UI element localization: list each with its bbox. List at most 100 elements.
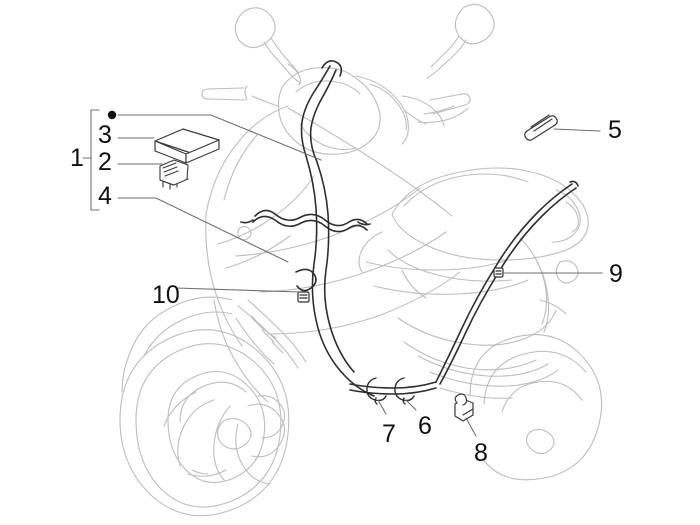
seat-rear-hump: [551, 189, 581, 243]
rear-grab: [539, 299, 567, 315]
rear-wheel-tire2: [483, 350, 587, 405]
cable-rear-main: [435, 183, 573, 383]
body-center-upper: [287, 107, 453, 217]
dash-panel: [369, 83, 407, 131]
brake-disc: [247, 403, 286, 458]
relay-side-face: [185, 139, 220, 164]
spoke-5: [187, 469, 227, 477]
clamp-6-ring: [394, 377, 415, 402]
apron-hole: [237, 225, 252, 241]
cable-branch-end-right: [357, 221, 371, 226]
rear-wheel-hub: [525, 428, 555, 455]
mirror-left-joint: [287, 63, 302, 86]
seat-rear-hump2: [565, 201, 579, 233]
group-bracket: [90, 109, 100, 211]
callout-label-5: 5: [608, 116, 622, 144]
callout-label-4: 4: [98, 182, 112, 210]
brake-caliper: [257, 395, 286, 439]
leader-8: [465, 417, 477, 437]
front-wheel-rim2: [179, 381, 247, 423]
callout-label-6: 6: [418, 412, 432, 440]
valve-stem: [191, 469, 209, 475]
floorboard-edge: [267, 271, 461, 335]
cable-front-left-secondary: [309, 69, 355, 373]
front-fender-inner: [143, 311, 233, 357]
sleeve-ridge-1: [533, 118, 553, 132]
swingarm: [417, 355, 549, 377]
bracket-foot: [462, 408, 474, 416]
front-fender: [131, 296, 233, 349]
sleeve-body: [524, 115, 558, 141]
leg-shield-lower: [213, 299, 269, 403]
leg-shield-seam2: [225, 235, 291, 269]
cable-branch-end-left: [240, 219, 254, 224]
clamp-6-tail: [402, 397, 406, 405]
clamp-7-tail: [374, 397, 378, 405]
handle-left-grip-b: [244, 85, 248, 100]
front-wheel-tire: [119, 329, 290, 517]
leg-shield-inner: [223, 133, 259, 201]
handlebar-cover-inner: [295, 80, 361, 95]
engine-cover-b: [403, 341, 537, 371]
cable-branch-wavy: [254, 209, 368, 227]
mirror-right-stem: [426, 39, 467, 79]
side-panel-b: [373, 279, 529, 295]
vehicle-outline-group: [119, 3, 603, 517]
leader-bullet: [117, 114, 322, 161]
floorboard-front: [251, 315, 277, 339]
leader-5: [553, 128, 601, 132]
cable-hook-loop: [295, 268, 317, 292]
cable-rear-bottom: [349, 381, 437, 389]
seat-front-nose: [358, 231, 383, 273]
handle-right-grip: [429, 93, 471, 115]
part-cable-guide-bracket: [454, 393, 474, 422]
cable-rear-secondary: [439, 187, 577, 385]
handle-right-brace: [403, 109, 427, 125]
callout-label-9: 9: [609, 260, 623, 288]
handle-left-grip: [201, 87, 247, 101]
leader-7: [377, 399, 387, 415]
mirror-left-stem2: [270, 37, 299, 73]
side-panel: [365, 259, 509, 271]
mirror-right-stem2: [430, 35, 460, 68]
callout-label-7: 7: [382, 420, 396, 448]
cable-rear-end-cap: [569, 180, 579, 187]
connector-rib-1: [162, 162, 177, 169]
front-wheel-tire-inner: [135, 343, 282, 508]
seat-main: [391, 167, 589, 261]
part-cable-sleeve-clip: [524, 114, 558, 141]
part-cable-clamps-bottom: [366, 377, 415, 405]
leg-shield-edge: [205, 213, 243, 347]
engine-cover: [397, 309, 557, 346]
part-relay-module-box: [154, 128, 220, 164]
side-panel-seam: [401, 269, 427, 299]
handle-left-lever: [251, 95, 279, 107]
fork-leg: [237, 305, 299, 369]
rear-light: [555, 260, 579, 284]
hub-center: [216, 417, 252, 450]
cable-branch-wavy-b: [252, 215, 368, 233]
seat-under-line: [387, 249, 513, 282]
part-cable-tie-clamp-front: [297, 291, 310, 303]
callout-label-8: 8: [474, 439, 488, 467]
mirror-right-glass: [454, 3, 495, 45]
body-rear-edge2: [533, 255, 550, 333]
leader-10: [175, 287, 301, 293]
handle-right-lever2: [417, 107, 469, 124]
tie-clamp-9-body: [493, 267, 504, 278]
rear-wheel-rim: [501, 380, 583, 413]
fork-boot: [251, 317, 284, 354]
cable-front-left-main: [300, 65, 375, 397]
callout-label-3: 3: [98, 121, 112, 149]
spoke-4: [163, 391, 197, 427]
tie-clamp-10-slot: [299, 294, 308, 299]
clamp-7-ring: [366, 377, 387, 402]
exhaust: [429, 369, 559, 387]
cable-rear-bottom-b: [349, 387, 437, 395]
handle-right-lever: [423, 105, 455, 115]
cable-harness-group: [240, 60, 579, 397]
leader-6: [405, 399, 417, 411]
spoke-3: [235, 423, 271, 485]
tie-clamp-10-body: [297, 291, 310, 303]
